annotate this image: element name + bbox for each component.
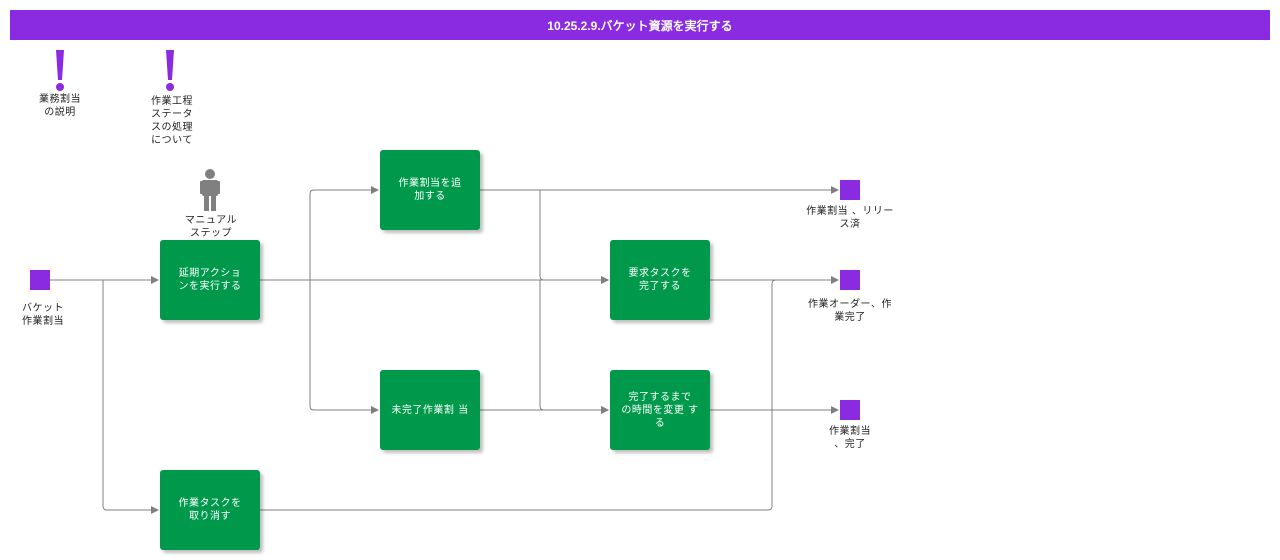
end-event-order-complete[interactable] — [840, 270, 860, 290]
exclamation-icon — [56, 50, 64, 91]
task-incomplete-assignment[interactable]: 未完了作業割 当 — [380, 370, 480, 450]
end-event-assignment-complete-label: 作業割当 、完了 — [829, 426, 871, 450]
person-icon — [200, 169, 220, 211]
exclamation-icon — [166, 50, 174, 91]
task-cancel-task[interactable]: 作業タスクを 取り消す — [160, 470, 260, 550]
start-event[interactable] — [30, 270, 50, 290]
flow-defer-to-incomplete — [309, 280, 379, 414]
task-defer-action[interactable]: 延期アクショ ンを実行する — [160, 240, 260, 320]
flow-add-to-change — [539, 280, 609, 414]
task-add-assignment[interactable]: 作業割当を追 加する — [380, 150, 480, 230]
diagram-title: 10.25.2.9.バケット資源を実行する — [10, 10, 1270, 40]
flow-defer-to-add — [260, 186, 379, 281]
end-event-released-label: 作業割当 、リリー ス済 — [806, 206, 894, 230]
flow-cancel-to-done — [260, 279, 777, 511]
task-change-time[interactable]: 完了するまで の時間を変更 する — [610, 370, 710, 450]
end-event-assignment-complete[interactable] — [840, 400, 860, 420]
end-event-order-complete-label: 作業オーダー、作 業完了 — [808, 299, 892, 323]
end-event-released[interactable] — [840, 180, 860, 200]
flow-start-to-cancel — [102, 280, 159, 514]
task-complete-request[interactable]: 要求タスクを 完了する — [610, 240, 710, 320]
note-label-assignment: 業務割当 の説明 — [39, 94, 81, 118]
manual-step-label: マニュアル ステップ — [184, 215, 238, 239]
note-label-status: 作業工程 ステータ スの処理 について — [151, 96, 193, 146]
flow-add-to-complete — [539, 190, 609, 284]
start-event-label: バケット 作業割当 — [22, 303, 64, 327]
